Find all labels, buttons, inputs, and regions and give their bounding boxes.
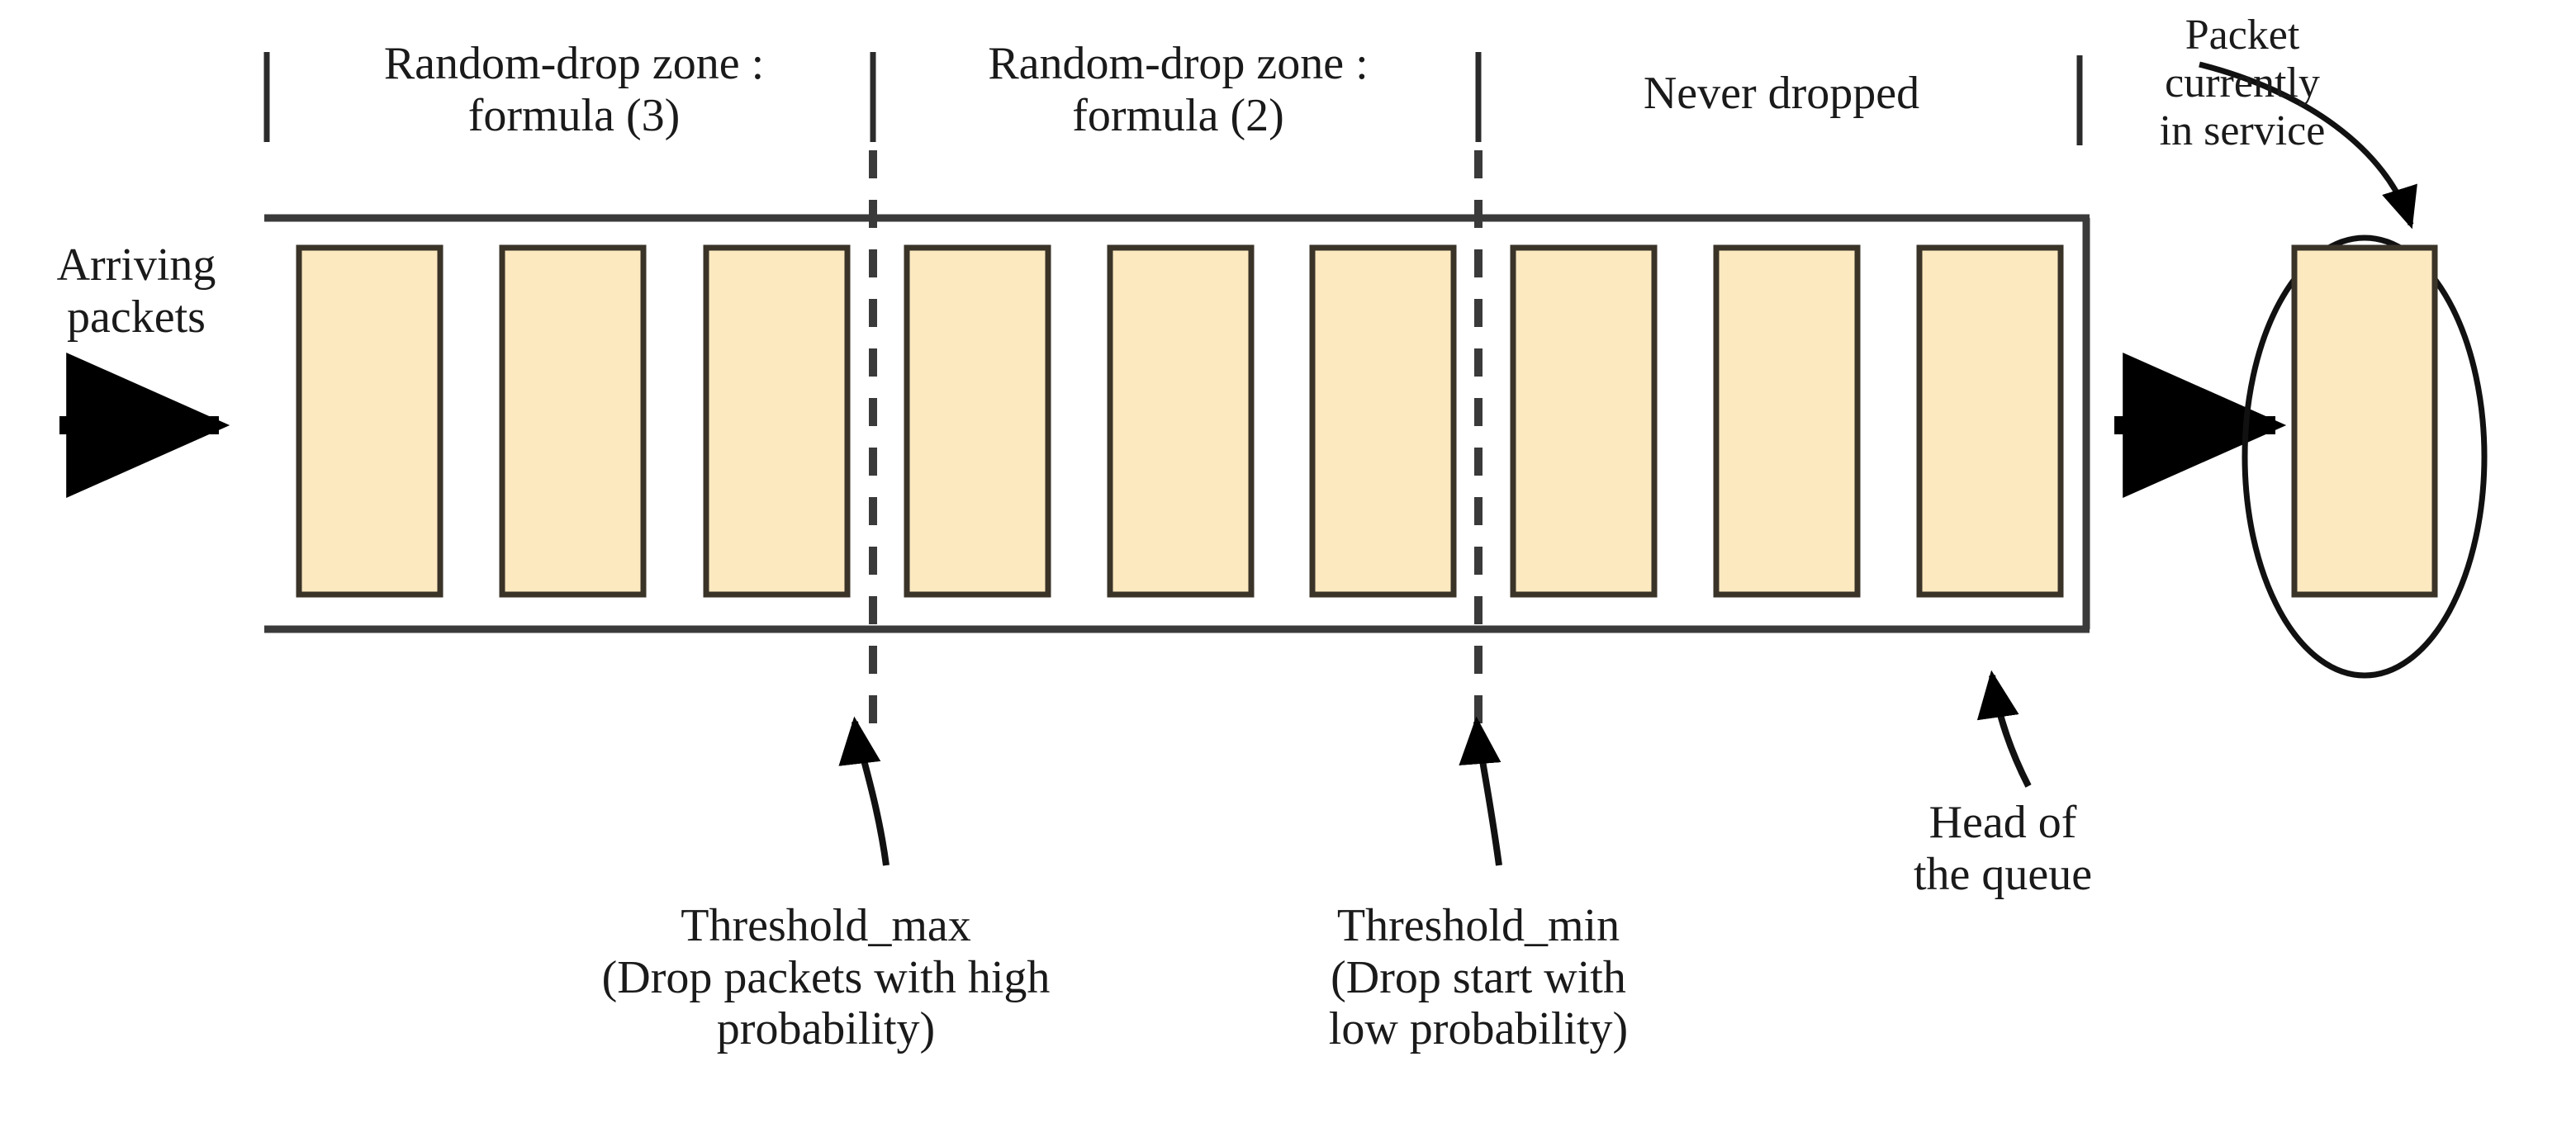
threshold-min-label: Threshold_min (Drop start with low proba… [1328,900,1629,1055]
packet-rect-group [296,244,2064,598]
head-of-queue-callout-arrow [1976,670,2032,788]
packet-rect[interactable] [1510,244,1658,598]
threshold-max-callout-arrow [838,716,890,866]
head-of-queue-label: Head of the queue [1913,797,2093,900]
zone-label-never-dropped: Never dropped [1643,68,1920,119]
arriving-packets-label: Arriving packets [56,239,216,343]
packet-rect[interactable] [1916,244,2064,598]
packet-rect[interactable] [499,244,647,598]
packet-rect[interactable] [703,244,851,598]
threshold-max-label: Threshold_max (Drop packets with high pr… [601,900,1051,1055]
zone-label-random-drop-2: Random-drop zone : formula (2) [988,38,1369,141]
packet-rect[interactable] [904,244,1051,598]
packet-rect[interactable] [1107,244,1255,598]
zone-label-packet-in-service: Packet currently in service [2159,12,2326,155]
service-callout-arrow [2199,61,2417,230]
packet-rect[interactable] [1713,244,1861,598]
threshold-min-callout-arrow [1459,716,1502,866]
zone-label-random-drop-3: Random-drop zone : formula (3) [383,38,765,141]
packet-rect[interactable] [1309,244,1457,598]
service-packet-rect[interactable] [2291,244,2438,598]
service-ellipse [2242,235,2488,679]
packet-rect[interactable] [296,244,444,598]
